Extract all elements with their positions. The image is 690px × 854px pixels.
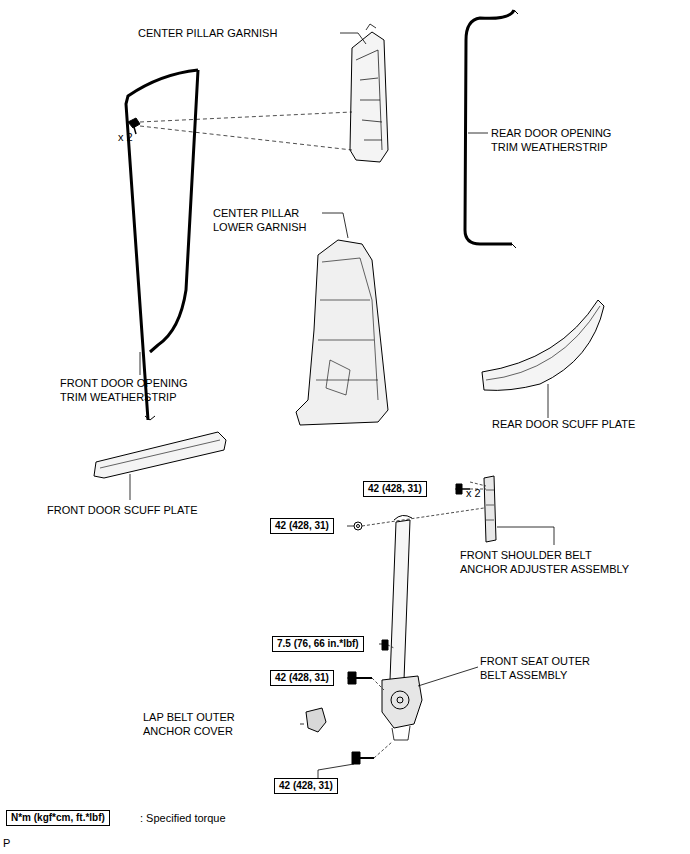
- part-label: FRONT SHOULDER BELT ANCHOR ADJUSTER ASSE…: [460, 548, 640, 576]
- part-label: REAR DOOR OPENING TRIM WEATHERSTRIP: [491, 126, 626, 154]
- torque-value: 42 (428, 31): [279, 780, 333, 791]
- torque-box: 42 (428, 31): [363, 481, 427, 497]
- torque-value: 7.5 (76, 66 in.*lbf): [277, 638, 359, 649]
- torque-value: 42 (428, 31): [275, 520, 329, 531]
- part-label: FRONT SEAT OUTER BELT ASSEMBLY: [480, 654, 605, 682]
- torque-box: 42 (428, 31): [270, 518, 334, 534]
- quantity-label: x 2: [118, 130, 148, 144]
- part-label: LAP BELT OUTER ANCHOR COVER: [143, 710, 258, 738]
- part-label: REAR DOOR SCUFF PLATE: [492, 417, 662, 431]
- quantity-label: x 2: [466, 486, 496, 500]
- torque-value: 42 (428, 31): [275, 672, 329, 683]
- part-label: CENTER PILLAR GARNISH: [138, 26, 338, 40]
- part-label: P: [3, 836, 23, 850]
- torque-value: N*m (kgf*cm, ft.*lbf): [11, 812, 105, 823]
- part-label: FRONT DOOR SCUFF PLATE: [47, 503, 227, 517]
- part-label: FRONT DOOR OPENING TRIM WEATHERSTRIP: [60, 376, 205, 404]
- torque-box: 7.5 (76, 66 in.*lbf): [272, 636, 364, 652]
- torque-box: 42 (428, 31): [270, 670, 334, 686]
- part-label: CENTER PILLAR LOWER GARNISH: [213, 206, 323, 234]
- torque-box: N*m (kgf*cm, ft.*lbf): [6, 810, 110, 826]
- torque-box: 42 (428, 31): [274, 778, 338, 794]
- torque-value: 42 (428, 31): [368, 483, 422, 494]
- part-label: : Specified torque: [140, 811, 290, 825]
